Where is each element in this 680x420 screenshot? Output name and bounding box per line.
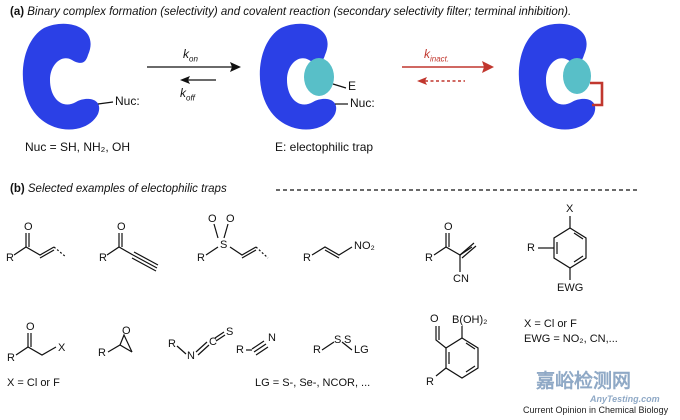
note-ewg: EWG = NO₂, CN,...	[524, 333, 618, 345]
itc-n: N	[187, 350, 195, 362]
boronic-o: O	[430, 313, 439, 325]
sulfone-o2: O	[226, 213, 235, 225]
e-bond	[332, 83, 347, 89]
enone-structure	[13, 233, 67, 259]
enzyme-free	[22, 23, 114, 130]
vinyl-sulfone-structure	[205, 223, 269, 259]
disulfide-s1: S	[334, 334, 342, 346]
enone-o: O	[24, 221, 33, 233]
nitro-group: NO₂	[354, 240, 375, 252]
aryl-ewg: EWG	[557, 282, 584, 294]
note-lg: LG = S-, Se-, NCOR, ...	[255, 377, 371, 389]
koff-label: koff	[180, 86, 195, 103]
halo-r: R	[7, 352, 15, 364]
disulfide-lg: LG	[354, 344, 369, 356]
panel-a-caption: Binary complex formation (selectivity) a…	[27, 6, 572, 18]
boronic-b: B(OH)₂	[452, 314, 488, 326]
ynone-structure	[106, 233, 159, 272]
nuc-definition: Nuc = SH, NH₂, OH	[25, 140, 131, 154]
structures	[13, 216, 587, 379]
panel-a-header: (a) Binary complex formation (selectivit…	[10, 6, 571, 19]
covalent-bond	[590, 81, 604, 107]
nitrile-r: R	[236, 344, 244, 356]
itc-c: C	[209, 336, 217, 348]
aryl-x: X	[566, 203, 574, 215]
panel-b-header: (b) Selected examples of electophilic tr…	[10, 183, 227, 196]
ynone-o: O	[117, 221, 126, 233]
panel-b-caption: Selected examples of electophilic traps	[27, 183, 227, 195]
epoxide-r: R	[98, 347, 106, 359]
ligand	[304, 58, 334, 96]
enzyme-binary-complex	[259, 23, 348, 130]
halo-o: O	[26, 321, 35, 333]
enzyme-shape-3	[518, 23, 596, 130]
cyanoacrylamide-structure	[433, 233, 477, 272]
nitro-r: R	[303, 252, 311, 264]
kon-label: kon	[183, 47, 198, 64]
note-x: X = Cl or F	[7, 377, 60, 389]
epoxide-structure	[107, 333, 133, 353]
e-definition: E: electophilic trap	[275, 140, 374, 154]
ynone-r: R	[99, 252, 107, 264]
disulfide-s2: S	[344, 334, 352, 346]
sulfone-o1: O	[208, 213, 217, 225]
disulfide-structure	[321, 341, 353, 351]
epoxide-o: O	[122, 325, 131, 337]
nitroalkene-structure	[311, 246, 353, 259]
nuc-label: Nuc:	[115, 94, 140, 108]
ligand-2	[563, 58, 591, 94]
journal-footer: Current Opinion in Chemical Biology	[523, 405, 669, 415]
disulfide-r: R	[313, 344, 321, 356]
nuc-label-2: Nuc:	[350, 96, 375, 110]
nuc-bond	[97, 101, 114, 105]
watermark-en: AnyTesting.com	[590, 394, 660, 404]
cyano-cn: CN	[453, 273, 469, 285]
enone-r: R	[6, 252, 14, 264]
haloketone-structure	[15, 333, 57, 356]
cyano-o: O	[444, 221, 453, 233]
cyano-r: R	[425, 252, 433, 264]
itc-s: S	[226, 326, 234, 338]
isothiocyanate-structure	[176, 331, 226, 356]
enzyme-shape	[22, 23, 100, 130]
aryl-r: R	[527, 242, 535, 254]
inactivation-arrows	[402, 61, 494, 85]
nitrile-structure	[246, 340, 269, 356]
enzyme-covalent-complex	[518, 23, 604, 130]
sulfone-s: S	[220, 239, 228, 251]
boronic-r: R	[426, 376, 434, 388]
enzyme-shape-2	[259, 23, 337, 130]
itc-r: R	[168, 338, 176, 350]
aryl-structure	[538, 216, 587, 280]
e-label: E	[348, 79, 357, 93]
kinact-label: kinact.	[424, 47, 450, 64]
sulfone-r: R	[197, 252, 205, 264]
nitrile-n: N	[268, 332, 276, 344]
note-aryl-x: X = Cl or F	[524, 318, 577, 330]
watermark-cn: 嘉峪检测网	[536, 371, 632, 392]
equilibrium-arrows	[147, 62, 241, 84]
boronic-aldehyde-structure	[435, 326, 479, 379]
panel-a-label: (a)	[10, 6, 25, 18]
halo-x: X	[58, 342, 66, 354]
panel-b-label: (b)	[10, 183, 25, 195]
